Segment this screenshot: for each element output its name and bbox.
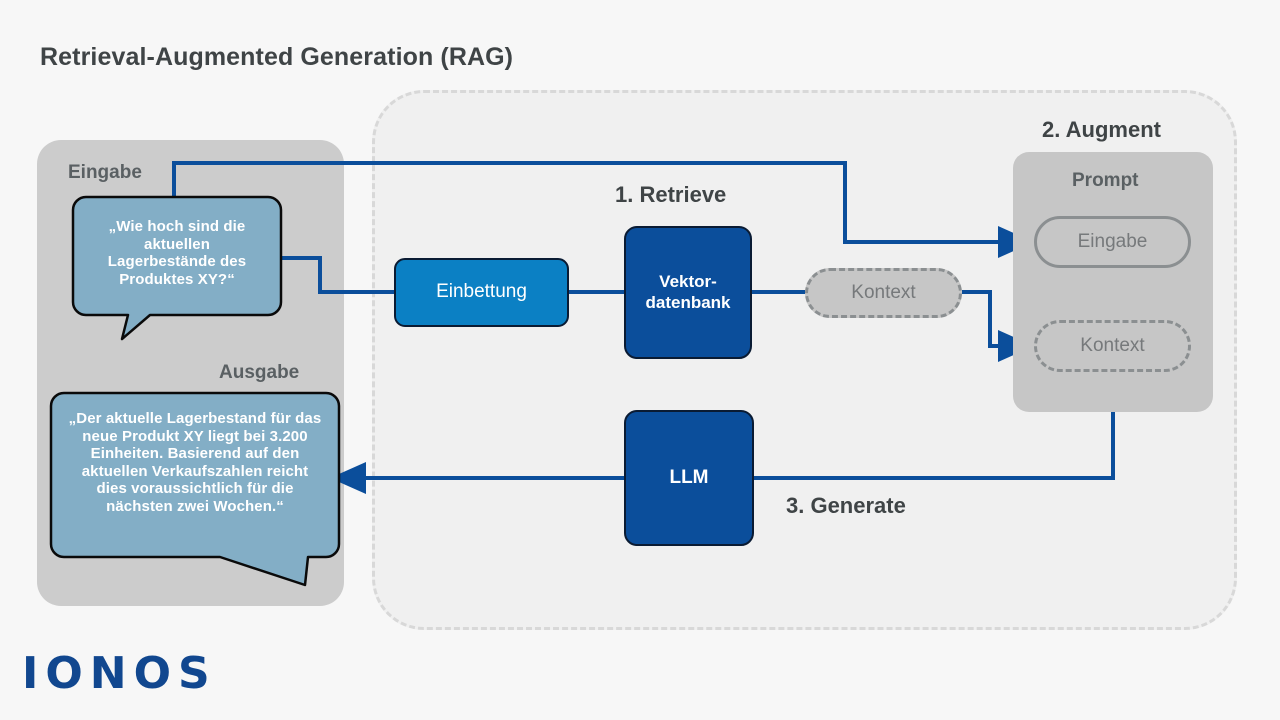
connector-input-to-prompt xyxy=(172,161,1034,258)
embedding-label: Einbettung xyxy=(436,281,527,303)
prompt-context-pill-label: Kontext xyxy=(1080,335,1145,356)
output-label: Ausgabe xyxy=(219,362,300,383)
prompt-input-pill-label: Eingabe xyxy=(1077,231,1148,252)
llm-label: LLM xyxy=(669,466,709,488)
embedding-node[interactable]: Einbettung xyxy=(394,258,569,327)
output-bubble-shape xyxy=(49,391,341,587)
page-title: Retrieval-Augmented Generation (RAG) xyxy=(40,43,514,71)
step-label-augment: 2. Augment xyxy=(1042,117,1161,142)
context-pill[interactable]: Kontext xyxy=(805,268,962,318)
connector-context-to-prompt-context xyxy=(962,290,1034,362)
input-bubble-text: „Wie hoch sind die aktuellen Lagerbestän… xyxy=(107,218,247,288)
prompt-input-pill[interactable]: Eingabe xyxy=(1034,216,1191,268)
vector-database-label: Vektor- datenbank xyxy=(645,272,730,312)
vector-database-node[interactable]: Vektor- datenbank xyxy=(624,226,752,359)
output-bubble-text: „Der aktuelle Lagerbestand für das neue … xyxy=(68,410,322,515)
context-pill-label: Kontext xyxy=(851,282,916,303)
llm-node[interactable]: LLM xyxy=(624,410,754,546)
step-label-retrieve: 1. Retrieve xyxy=(615,182,727,207)
connector-input-to-embedding xyxy=(275,256,394,294)
step-label-generate: 3. Generate xyxy=(786,493,906,518)
output-speech-bubble: „Der aktuelle Lagerbestand für das neue … xyxy=(49,391,341,597)
ionos-logo: IONOS xyxy=(22,648,217,699)
vector-database-label-line2: datenbank xyxy=(645,292,731,312)
input-label: Eingabe xyxy=(68,162,142,183)
vector-database-label-line1: Vektor- xyxy=(659,272,717,292)
prompt-group-title: Prompt xyxy=(1072,170,1139,191)
prompt-context-pill[interactable]: Kontext xyxy=(1034,320,1191,372)
input-speech-bubble: „Wie hoch sind die aktuellen Lagerbestän… xyxy=(71,195,283,341)
input-bubble-shape xyxy=(71,195,283,341)
